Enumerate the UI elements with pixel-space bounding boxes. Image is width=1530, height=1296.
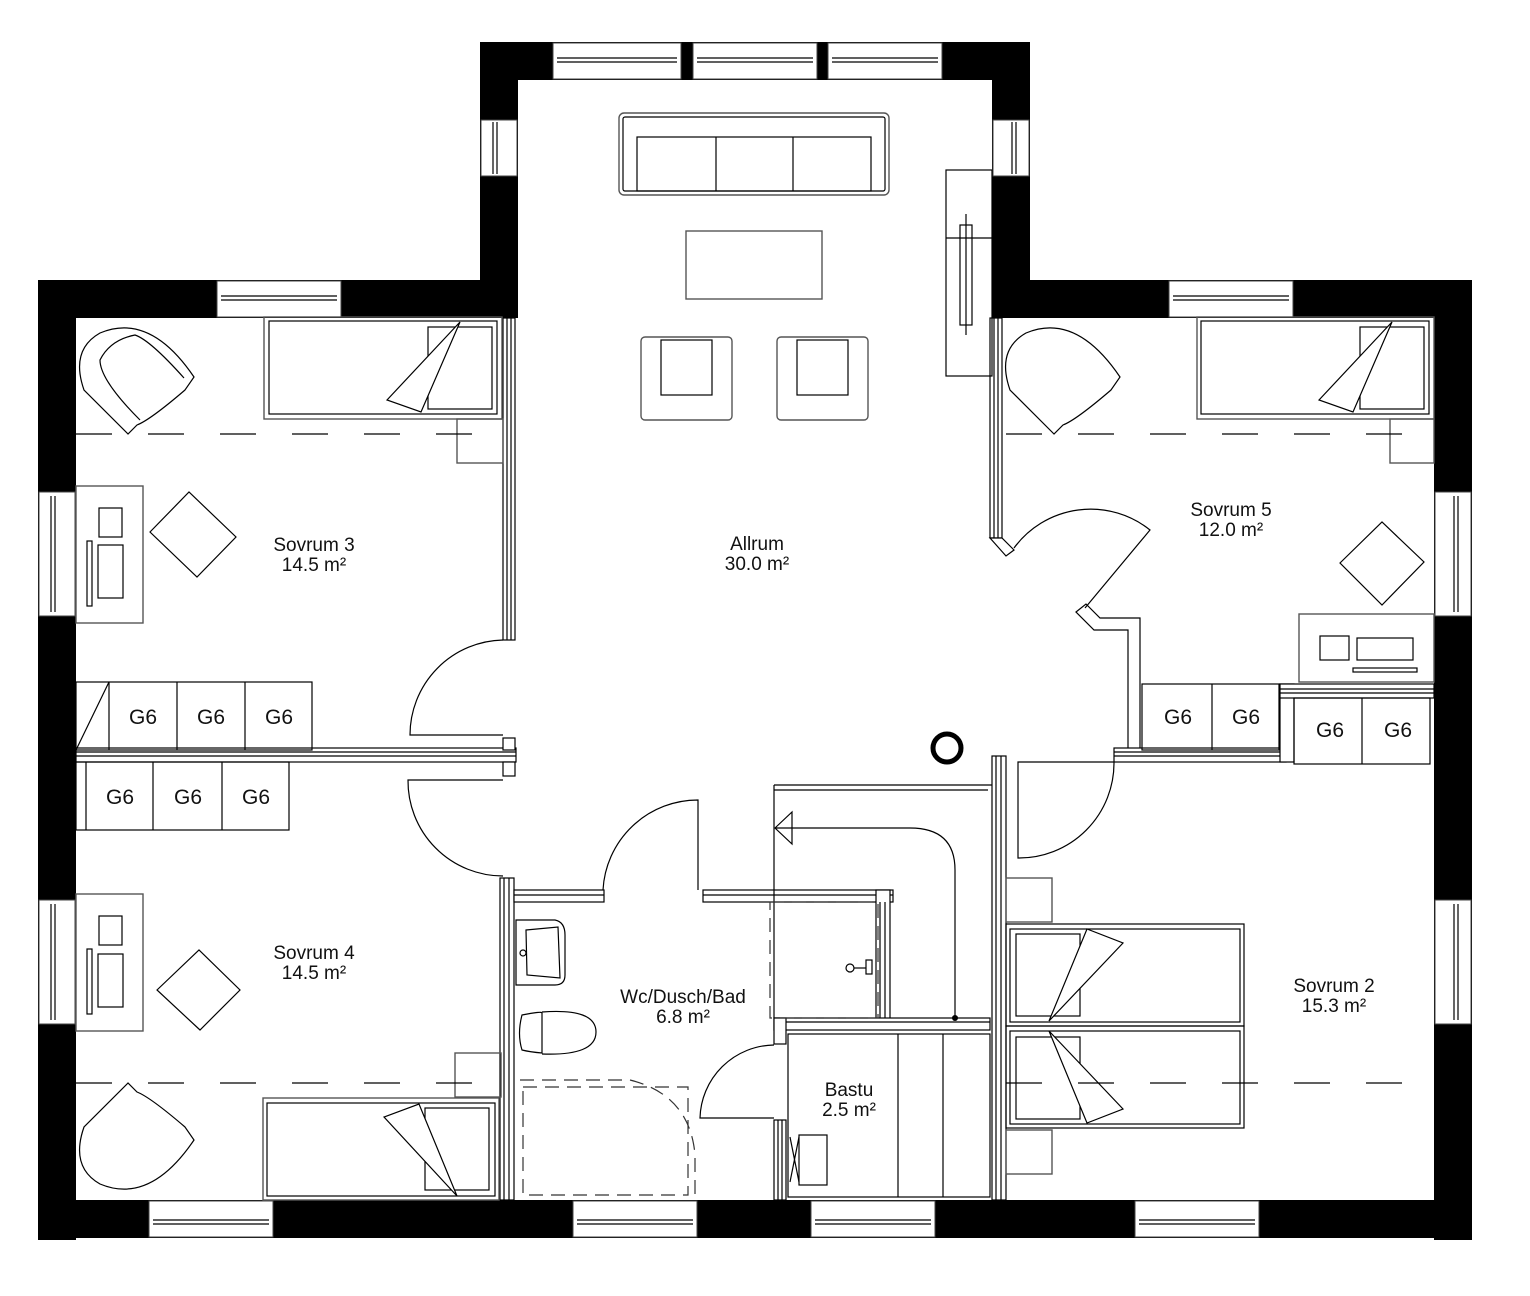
room-label-bastu: Bastu 2.5 m² <box>822 1081 876 1121</box>
room-label-allrum: Allrum 30.0 m² <box>725 535 789 575</box>
wardrobe-label: G6 <box>1315 719 1345 742</box>
wardrobe-label: G6 <box>173 786 203 809</box>
windows <box>38 42 1472 1238</box>
room-area: 14.5 m² <box>281 963 347 984</box>
room-name: Sovrum 2 <box>1293 976 1375 997</box>
room-name: Allrum <box>730 534 784 555</box>
room-area: 15.3 m² <box>1301 996 1367 1017</box>
room-label-sovrum2: Sovrum 2 15.3 m² <box>1293 977 1374 1017</box>
interior-walls <box>75 317 1435 1201</box>
wardrobe-label: G6 <box>1231 706 1261 729</box>
room-area: 2.5 m² <box>822 1100 876 1121</box>
wardrobe-label: G6 <box>1383 719 1413 742</box>
room-area: 6.8 m² <box>656 1007 710 1028</box>
room-name: Bastu <box>824 1080 874 1101</box>
wardrobe-label: G6 <box>264 706 294 729</box>
bastu-furniture <box>787 1033 991 1198</box>
wardrobe-label: G6 <box>1163 706 1193 729</box>
sovrum2-furniture <box>1005 877 1434 1175</box>
room-area: 12.0 m² <box>1198 520 1264 541</box>
doors <box>407 508 1151 1119</box>
exterior-walls <box>38 42 1472 1240</box>
room-label-sovrum3: Sovrum 3 14.5 m² <box>273 536 354 576</box>
room-name: Sovrum 4 <box>273 943 355 964</box>
wardrobe-label: G6 <box>196 706 226 729</box>
room-label-sovrum4: Sovrum 4 14.5 m² <box>273 944 354 984</box>
sovrum5-furniture <box>1004 316 1435 683</box>
wardrobe-label: G6 <box>128 706 158 729</box>
room-name: Wc/Dusch/Bad <box>620 987 746 1008</box>
room-area: 14.5 m² <box>281 555 347 576</box>
wardrobes <box>75 681 1431 831</box>
room-label-sovrum5: Sovrum 5 12.0 m² <box>1190 501 1271 541</box>
sovrum3-furniture <box>75 316 504 624</box>
wc-furniture <box>515 901 879 1196</box>
room-area: 30.0 m² <box>724 554 790 575</box>
wardrobe-label: G6 <box>105 786 135 809</box>
sovrum4-furniture <box>75 893 502 1201</box>
wardrobe-label: G6 <box>241 786 271 809</box>
room-name: Sovrum 5 <box>1190 500 1272 521</box>
room-name: Sovrum 3 <box>273 535 355 556</box>
room-label-wc: Wc/Dusch/Bad 6.8 m² <box>620 988 746 1028</box>
allrum-furniture <box>618 112 993 1021</box>
